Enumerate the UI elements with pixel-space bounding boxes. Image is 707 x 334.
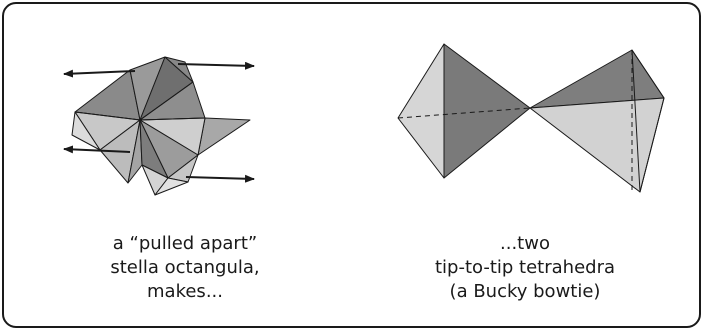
left-caption-line-1: a “pulled apart”	[112, 233, 258, 254]
arrow-upper-right	[177, 61, 255, 70]
left-caption-line-3: makes...	[147, 281, 223, 302]
left-caption: a “pulled apart” stella octangula, makes…	[60, 232, 310, 304]
arrow-lower-left	[63, 145, 131, 154]
right-caption-line-3: (a Bucky bowtie)	[449, 281, 601, 302]
stella-octangula-faces	[71, 56, 251, 196]
pull-apart-arrows	[63, 61, 255, 183]
bucky-bowtie-figure	[397, 43, 665, 193]
right-caption-line-2: tip-to-tip tetrahedra	[434, 257, 616, 278]
right-caption: ...two tip-to-tip tetrahedra (a Bucky bo…	[390, 232, 660, 304]
hidden-edge-left	[397, 107, 531, 119]
arrow-lower-right	[185, 174, 255, 183]
left-caption-line-2: stella octangula,	[110, 257, 260, 278]
right-caption-line-1: ...two	[500, 233, 550, 254]
rounded-border-frame	[2, 2, 701, 328]
arrow-upper-left	[63, 69, 136, 78]
